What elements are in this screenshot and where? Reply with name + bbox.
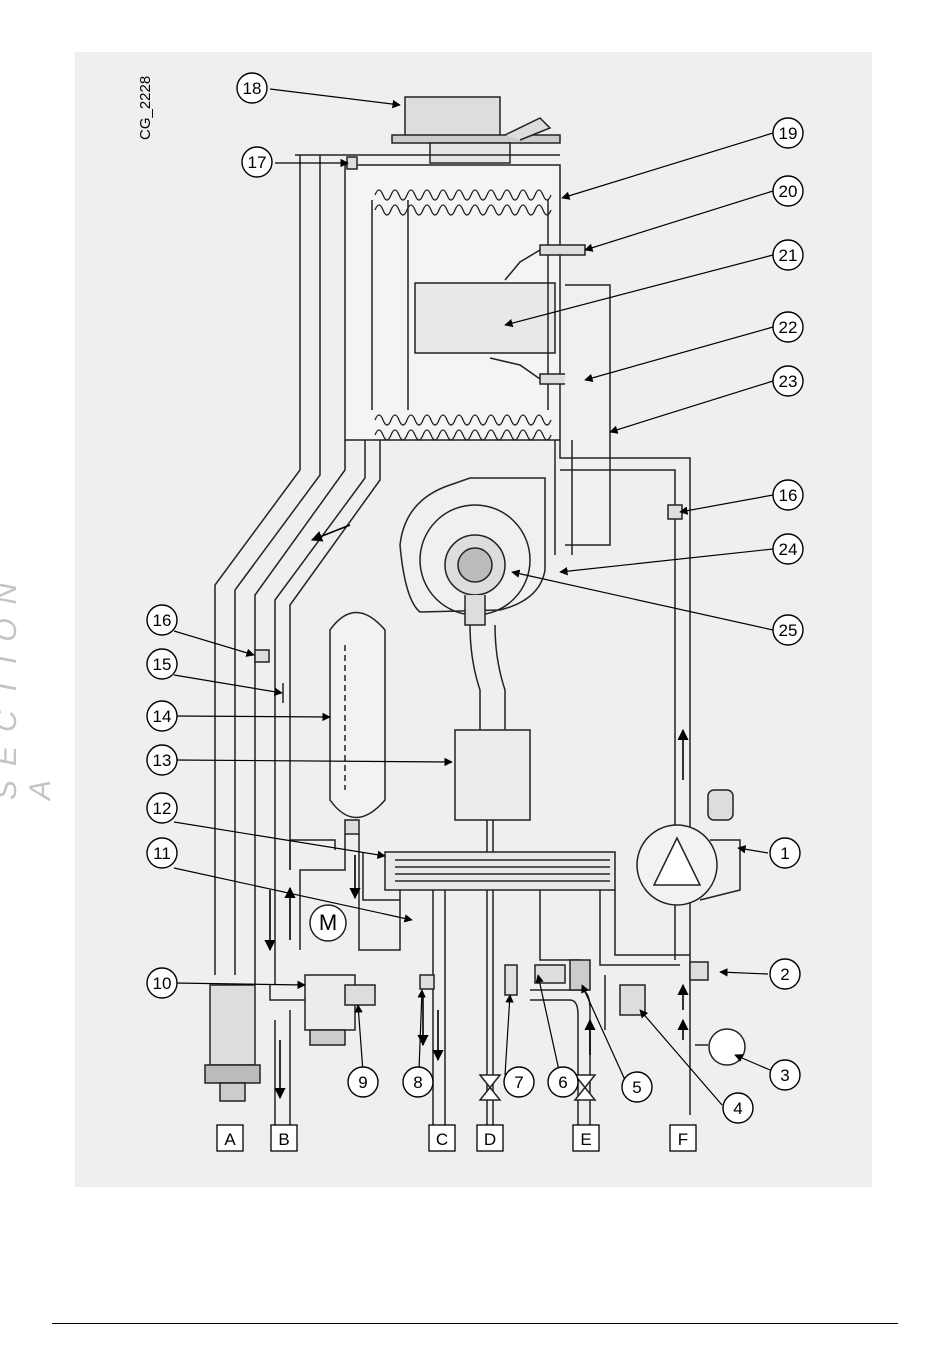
callout-2: 2 [770,959,800,989]
svg-text:12: 12 [153,799,172,818]
svg-text:25: 25 [779,621,798,640]
svg-text:3: 3 [780,1066,789,1085]
svg-text:20: 20 [779,182,798,201]
callout-13: 13 [147,745,177,775]
svg-text:6: 6 [558,1073,567,1092]
callout-16-flow: 16 [773,480,803,510]
callout-21: 21 [773,240,803,270]
callout-4: 4 [723,1093,753,1123]
connection-E: E [573,1125,599,1151]
svg-text:14: 14 [153,707,172,726]
callout-17: 17 [242,147,272,177]
connection-A: A [217,1125,243,1151]
svg-text:D: D [484,1130,496,1149]
svg-text:16: 16 [153,611,172,630]
svg-text:C: C [436,1130,448,1149]
svg-text:7: 7 [514,1073,523,1092]
svg-text:2: 2 [780,965,789,984]
connection-B: B [271,1125,297,1151]
callout-23: 23 [773,366,803,396]
callout-9: 9 [348,1067,378,1097]
callout-18: 18 [237,73,267,103]
svg-text:19: 19 [779,124,798,143]
callout-10: 10 [147,968,177,998]
callout-7: 7 [504,1067,534,1097]
svg-text:9: 9 [358,1073,367,1092]
svg-text:5: 5 [632,1078,641,1097]
callout-11: 11 [147,838,177,868]
callout-25: 25 [773,615,803,645]
svg-text:24: 24 [779,540,798,559]
footer-rule [52,1323,898,1324]
pressure-switch [345,985,375,1005]
flow-sensor [570,960,590,990]
svg-text:23: 23 [779,372,798,391]
expansion-vessel [330,613,385,818]
figure-code: CG_2228 [137,76,154,140]
callout-22: 22 [773,312,803,342]
callout-6: 6 [548,1067,578,1097]
safety-valve [620,985,645,1015]
svg-text:F: F [678,1130,688,1149]
callout-16: 16 [147,605,177,635]
svg-text:21: 21 [779,246,798,265]
callout-15: 15 [147,649,177,679]
svg-text:B: B [278,1130,289,1149]
flow-thermistor [668,505,682,519]
fume-sensor [347,157,357,169]
gas-valve [455,730,530,820]
callout-19: 19 [773,118,803,148]
svg-text:8: 8 [413,1073,422,1092]
callout-12: 12 [147,793,177,823]
callout-24: 24 [773,534,803,564]
svg-text:10: 10 [153,974,172,993]
connection-D: D [477,1125,503,1151]
svg-text:16: 16 [779,486,798,505]
svg-text:1: 1 [780,844,789,863]
connection-C: C [429,1125,455,1151]
callout-14: 14 [147,701,177,731]
callout-8: 8 [403,1067,433,1097]
pressure-gauge [709,1029,745,1065]
svg-text:A: A [224,1130,236,1149]
svg-text:13: 13 [153,751,172,770]
callout-3: 3 [770,1060,800,1090]
svg-text:11: 11 [153,844,171,863]
motor-label: M [319,910,337,935]
condensate-trap [205,985,260,1101]
svg-text:E: E [580,1130,591,1149]
svg-text:22: 22 [779,318,798,337]
connection-F: F [670,1125,696,1151]
svg-text:17: 17 [248,153,267,172]
callout-20: 20 [773,176,803,206]
dhw-sensor [420,975,434,989]
safety-thermostat [255,650,269,662]
plate-heat-exchanger [385,852,615,890]
svg-text:18: 18 [243,79,262,98]
callout-5: 5 [622,1072,652,1102]
svg-text:15: 15 [153,655,172,674]
callout-1: 1 [770,838,800,868]
svg-text:4: 4 [733,1099,742,1118]
filter [505,965,517,995]
